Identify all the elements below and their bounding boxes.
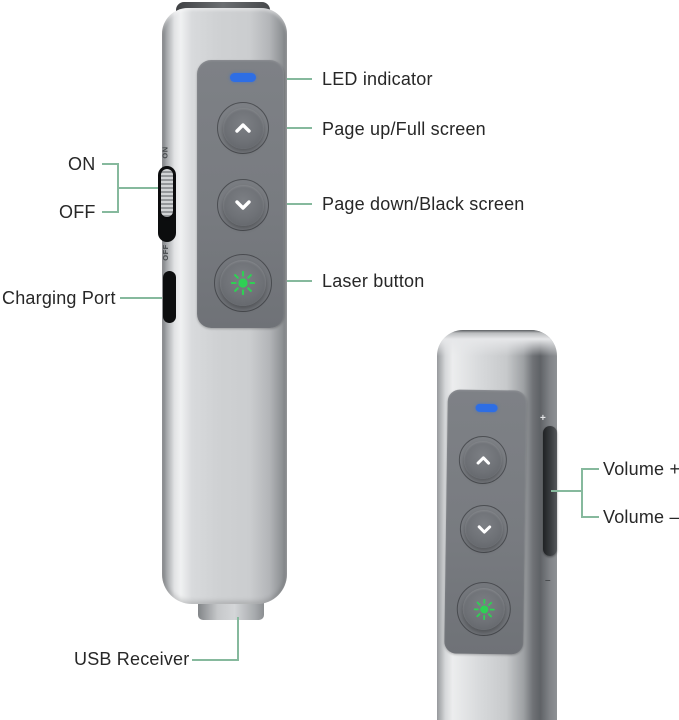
- leader-line-volume-plus: [581, 468, 599, 470]
- volume-minus-engraving: –: [545, 575, 551, 586]
- laser-beam-icon: [231, 271, 255, 295]
- down-arrow-icon: [477, 524, 491, 534]
- laser-button: [214, 254, 272, 312]
- page-up-button-face: [222, 107, 264, 149]
- power-switch-thumb: [161, 169, 173, 217]
- label-usb-receiver: USB Receiver: [74, 649, 190, 669]
- leader-line-usb-vertical: [237, 617, 239, 661]
- label-led-indicator: LED indicator: [322, 69, 433, 89]
- leader-line-usb: [192, 659, 239, 661]
- up-arrow-icon: [476, 455, 490, 465]
- leader-line-charging-port: [120, 297, 166, 299]
- button-panel: [197, 60, 284, 328]
- label-page-up: Page up/Full screen: [322, 119, 486, 139]
- presenter-front-view: ON OFF: [158, 2, 287, 620]
- leader-line-page-up: [268, 127, 312, 129]
- leader-line-volume: [551, 490, 583, 492]
- leader-line-on: [102, 163, 119, 165]
- page-up-button-face: [463, 440, 502, 480]
- switch-off-engraving: OFF: [160, 244, 170, 261]
- power-switch: [158, 166, 176, 242]
- page-down-button-face: [222, 184, 264, 226]
- button-panel-angled: [444, 389, 527, 655]
- page-down-button: [459, 504, 509, 554]
- label-volume-up: Volume +: [603, 459, 679, 479]
- volume-rocker: [543, 426, 557, 556]
- up-arrow-icon: [235, 123, 251, 133]
- laser-button-face: [462, 587, 506, 631]
- label-off: OFF: [59, 202, 96, 222]
- laser-beam-icon: [473, 598, 495, 620]
- page-down-button-face: [464, 509, 504, 549]
- leader-line-off: [102, 211, 119, 213]
- label-charging-port: Charging Port: [2, 288, 116, 308]
- led-indicator-light: [230, 73, 256, 82]
- presenter-side-view: + –: [437, 330, 557, 720]
- laser-button: [456, 581, 512, 637]
- laser-button-face: [220, 260, 266, 306]
- label-page-down: Page down/Black screen: [322, 194, 525, 214]
- charging-port: [163, 271, 176, 323]
- leader-bracket-volume: [581, 468, 583, 518]
- leader-line-page-down: [270, 203, 312, 205]
- leader-line-volume-minus: [581, 516, 599, 518]
- down-arrow-icon: [235, 200, 251, 210]
- label-laser-button: Laser button: [322, 271, 425, 291]
- label-on: ON: [68, 154, 96, 174]
- led-indicator-light: [475, 403, 498, 413]
- page-up-button: [458, 435, 508, 485]
- label-volume-down: Volume –: [603, 507, 679, 527]
- switch-on-engraving: ON: [160, 146, 170, 159]
- page-up-button: [217, 102, 269, 154]
- leader-line-switch: [117, 187, 164, 189]
- volume-plus-engraving: +: [540, 413, 546, 424]
- page-down-button: [217, 179, 269, 231]
- leader-line-laser: [272, 280, 312, 282]
